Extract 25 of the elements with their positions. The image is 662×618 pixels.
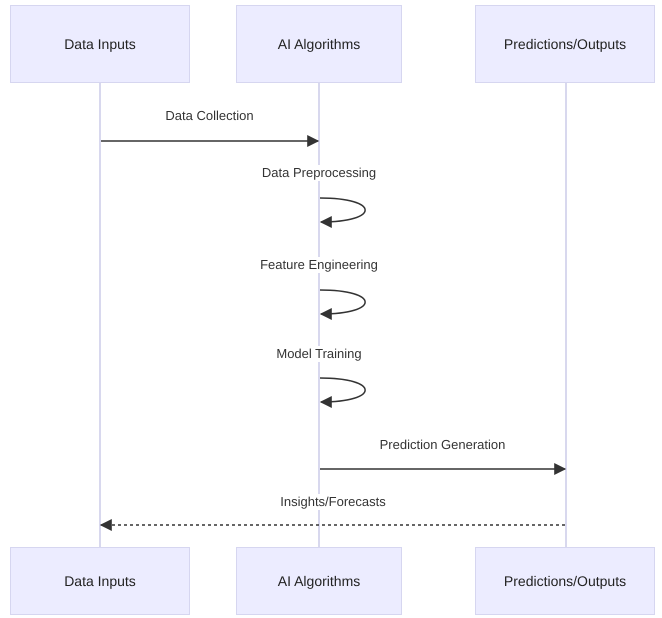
message-arrow xyxy=(320,289,366,320)
participant-name: Data Inputs xyxy=(64,573,136,589)
lifeline xyxy=(99,83,101,547)
edge-label: Feature Engineering xyxy=(258,257,380,273)
participant-name: AI Algorithms xyxy=(278,573,360,589)
participant-name: AI Algorithms xyxy=(278,36,360,52)
participant-box xyxy=(10,547,190,615)
participant-box xyxy=(10,5,190,83)
message-arrow xyxy=(100,519,565,531)
participant-name: Data Inputs xyxy=(64,36,136,52)
message-arrow xyxy=(320,377,366,408)
edge-label: Insights/Forecasts xyxy=(278,494,388,510)
participant-box xyxy=(236,547,402,615)
edge-label: Data Preprocessing xyxy=(260,165,378,181)
participant-box xyxy=(236,5,402,83)
participant-box xyxy=(475,5,655,83)
lifeline xyxy=(318,83,320,547)
participant-name: Predictions/Outputs xyxy=(504,36,626,52)
message-arrow xyxy=(320,463,566,475)
edge-label: Model Training xyxy=(274,346,364,362)
message-arrow xyxy=(101,135,320,147)
participant-box xyxy=(475,547,655,615)
participant-name: Predictions/Outputs xyxy=(504,573,626,589)
lifeline xyxy=(565,83,567,547)
message-arrow xyxy=(320,197,366,228)
